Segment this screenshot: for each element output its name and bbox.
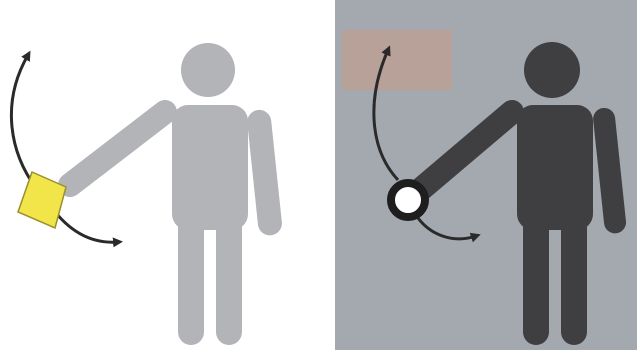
- signal-lamp-icon: [391, 183, 425, 217]
- right-person-head: [524, 42, 580, 98]
- left-person-torso: [172, 105, 248, 230]
- left-person-head: [181, 43, 235, 97]
- right-person-right-leg: [561, 210, 587, 345]
- right-panel-smudge: [342, 30, 452, 90]
- right-person-left-leg: [523, 210, 549, 345]
- right-person-torso: [517, 105, 593, 230]
- right-panel: [335, 0, 637, 350]
- left-panel-background: [0, 0, 335, 350]
- left-panel: [0, 0, 335, 350]
- left-person-right-leg: [216, 210, 242, 345]
- left-person-left-leg: [178, 210, 204, 345]
